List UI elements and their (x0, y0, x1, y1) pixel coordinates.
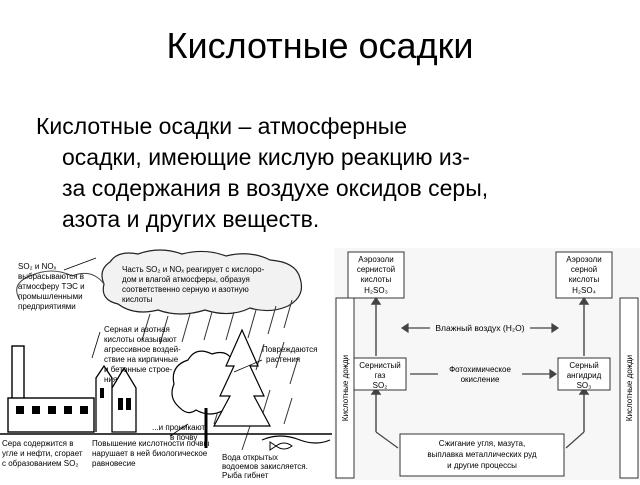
box-line: Аэрозоли (566, 255, 601, 264)
label-line: равновесие (92, 459, 136, 468)
label-line: ...и проникают (152, 423, 205, 432)
acid-rain-illustration-svg: SO₂ и NOₓ выбрасываются в атмосферу ТЭС … (0, 249, 332, 480)
label-line: Повышение кислотности почвы (92, 439, 210, 448)
label-line: кислоты оказывают (104, 335, 177, 344)
box-sulfur-dioxide (353, 357, 407, 391)
label-sulfur: Сера содержится в угле и нефти, сгорает … (2, 439, 83, 468)
slide-title: Кислотные осадки (166, 25, 474, 66)
definition-line: за содержания в воздухе оксидов серы, (62, 175, 489, 201)
vertical-arrows (370, 296, 590, 432)
label-soil-penetrate: ...и проникают в почву (152, 423, 205, 442)
label-line: Часть SO₂ и NOₓ реагирует с кислоро- (122, 265, 265, 274)
box-line: H₂SO₄ (572, 286, 596, 295)
definition-line: Кислотные осадки – атмосферные (36, 113, 408, 139)
label-line: и бетонные строе- (104, 365, 173, 374)
box-line: Сернистый (359, 361, 400, 370)
box-line: сернистой (357, 265, 395, 274)
label-plants: Повреждаются растения (262, 345, 317, 364)
sulfur-cycle-diagram: Кислотные дожди Кислотные дожди Аэрозоли… (334, 248, 640, 480)
label-line: водоемов закисляется. (222, 462, 308, 471)
fir-tree (213, 328, 271, 427)
church-building (95, 364, 137, 433)
box-line: Аэрозоли (358, 255, 393, 264)
box-line: SO₃ (577, 381, 592, 390)
label-line: кислоты (122, 295, 153, 304)
label-line: ствие на кирпичные (104, 355, 179, 364)
humid-air-arrows (400, 322, 560, 334)
box-line: Серный (569, 361, 598, 370)
box-line: газ (375, 371, 386, 380)
label-line: атмосферу ТЭС и (18, 282, 85, 291)
label-soil-acidity: Повышение кислотности почвы нарушает в н… (92, 439, 210, 468)
box-sulfur-trioxide (557, 357, 611, 391)
box-sulfurous-aerosol (347, 251, 405, 299)
box-combustion (399, 433, 565, 477)
water-body (261, 435, 331, 444)
right-rain-bar (619, 297, 639, 479)
cloud-shape (101, 249, 303, 315)
label-line: Рыба гибнет (222, 471, 269, 480)
photochemical-label: Фотохимическое окисление (449, 365, 511, 384)
factory-building (7, 397, 95, 433)
label-cloud: Часть SO₂ и NOₓ реагирует с кислоро- дом… (122, 265, 265, 304)
label-line: Сера содержится в (2, 439, 73, 448)
label-line: в почву (170, 433, 197, 442)
box-line: кислоты (569, 275, 600, 284)
label-line: нарушает в ней биологическое (92, 449, 208, 458)
label-line: соответственно серную и азотную (122, 285, 249, 294)
side-label-right: Кислотные дожди (625, 355, 634, 421)
label-line: с образованием SO₂ (2, 459, 78, 468)
definition-line: азота и других веществ. (62, 206, 320, 232)
label-line: угле и нефти, сгорает (2, 449, 83, 458)
pointer-lines (63, 257, 263, 437)
label-line: агрессивное воздей- (104, 345, 181, 354)
label-line: предприятиями (18, 302, 76, 311)
label-line: Вода открытых (222, 453, 278, 462)
definition-paragraph: Кислотные осадки – атмосферные осадки, и… (36, 111, 636, 235)
label-line: растения (266, 355, 300, 364)
label-line: Серная и азотная (104, 325, 170, 334)
label-emission: SO₂ и NOₓ выбрасываются в атмосферу ТЭС … (18, 262, 85, 311)
label-line: окисление (461, 375, 500, 384)
label-line: SO₂ и NOₓ (18, 262, 57, 271)
label-line: выбрасываются в (18, 272, 84, 281)
box-line: ангидрид (567, 371, 602, 380)
church-windows (100, 388, 131, 410)
smoke-plume (16, 270, 105, 301)
box-line: SO₂ (373, 381, 388, 390)
label-line: ния (104, 375, 117, 384)
box-line: серной (571, 265, 597, 274)
label-line: Повреждаются (262, 345, 317, 354)
box-line: выплавка металлических руд (427, 450, 536, 459)
side-label-left: Кислотные дожди (341, 355, 350, 421)
label-acids: Серная и азотная кислоты оказывают агрес… (104, 325, 181, 384)
bottom-connectors (375, 431, 585, 449)
factory-windows (16, 406, 88, 414)
box-line: и другие процессы (447, 461, 517, 470)
humid-air-label: Влажный воздух (H₂O) (435, 323, 524, 333)
label-line: промышленными (18, 292, 83, 301)
box-line: Сжигание угля, мазута, (439, 439, 525, 448)
photochemical-arrow (410, 368, 558, 380)
acid-rain-illustration: SO₂ и NOₓ выбрасываются в атмосферу ТЭС … (0, 248, 332, 480)
label-water: Вода открытых водоемов закисляется. Рыба… (222, 453, 308, 480)
fish-icon (269, 441, 293, 451)
box-line: кислоты (361, 275, 392, 284)
box-sulfuric-aerosol (555, 251, 613, 299)
box-line: H₂SO₃ (364, 286, 388, 295)
label-line: Фотохимическое (449, 365, 511, 374)
definition-line: осадки, имеющие кислую реакцию из- (62, 144, 470, 170)
sulfur-cycle-diagram-svg: Кислотные дожди Кислотные дожди Аэрозоли… (334, 248, 640, 480)
label-line: дом и влагой атмосферы, образуя (122, 275, 250, 284)
